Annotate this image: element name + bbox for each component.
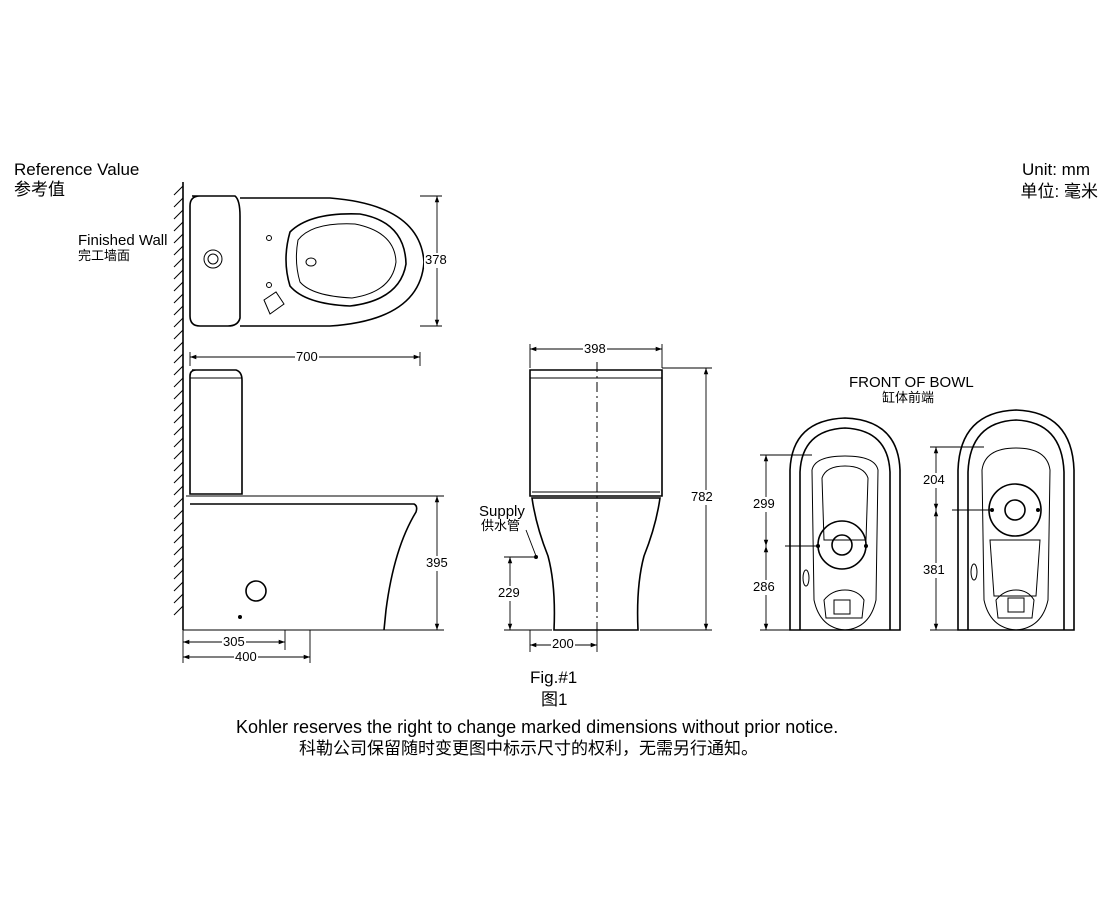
front-bowl-label: FRONT OF BOWL (849, 374, 974, 391)
dim-bowl-1 (760, 454, 812, 631)
front-bowl-label-cn: 缸体前端 (882, 390, 935, 405)
front-view (525, 362, 663, 636)
dim-782: 782 (690, 489, 714, 505)
side-view (186, 369, 418, 631)
dim-700: 700 (295, 349, 319, 365)
figure-caption: Fig.#1 (530, 668, 578, 687)
finished-wall-label-cn: 完工墙面 (78, 248, 131, 263)
finished-wall (173, 182, 390, 631)
reference-label-cn: 参考值 (14, 180, 65, 199)
dim-378: 378 (424, 252, 448, 268)
disclaimer: Kohler reserves the right to change mark… (236, 717, 839, 737)
dim-286: 286 (752, 579, 776, 595)
dim-398: 398 (583, 341, 607, 357)
dim-305: 305 (222, 634, 246, 650)
figure-caption-cn: 图1 (541, 690, 568, 709)
top-view (189, 195, 425, 327)
dim-395: 395 (425, 555, 449, 571)
finished-wall-label: Finished Wall (78, 232, 168, 249)
unit-label-cn: 单位: 毫米 (1020, 182, 1098, 201)
dim-400: 400 (234, 649, 258, 665)
unit-label: Unit: mm (1022, 160, 1090, 179)
dim-381: 381 (922, 562, 946, 578)
bowl-view-1 (785, 417, 901, 631)
supply-label: Supply (479, 503, 525, 520)
bowl-view-2 (952, 409, 1075, 631)
dim-299: 299 (752, 496, 776, 512)
dim-200: 200 (551, 636, 575, 652)
dim-229: 229 (497, 585, 521, 601)
dim-204: 204 (922, 472, 946, 488)
supply-label-cn: 供水管 (481, 518, 521, 533)
reference-label: Reference Value (14, 160, 140, 179)
dim-side (182, 352, 444, 663)
disclaimer-cn: 科勒公司保留随时变更图中标示尺寸的权利，无需另行通知。 (299, 739, 758, 758)
